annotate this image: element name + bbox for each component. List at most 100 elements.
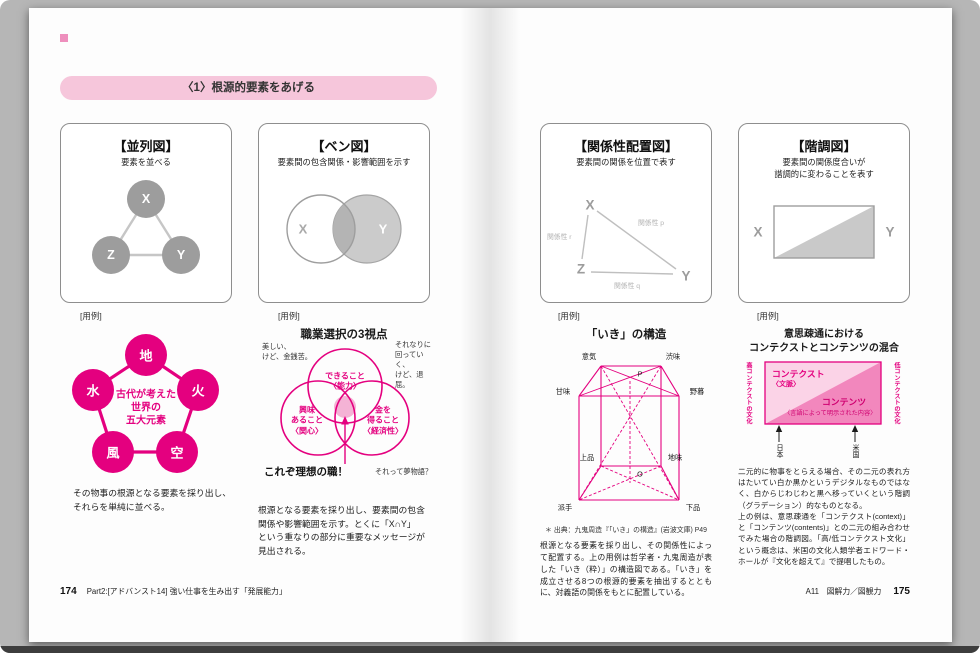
iki-title: 「いき」の構造 xyxy=(585,329,667,341)
prism-hidden-diagonals xyxy=(578,365,680,501)
gradation-diagram: X Y xyxy=(744,190,904,274)
relation-z-label: Z xyxy=(576,261,586,277)
context-label: コンテクスト xyxy=(772,369,825,379)
element-water: 水 xyxy=(86,383,100,399)
relation-diagram: X Z Y 関係性 r 関係性 p 関係性 q xyxy=(546,181,706,293)
usage-label-1: [用例] xyxy=(80,311,102,321)
low-context-axis: 低コンテクストの文化 xyxy=(893,362,900,424)
career-note-dream: それって夢物語？ xyxy=(375,467,433,476)
iki-prism: 意気 渋味 甘味 野暮 上品 地味 派手 下品 P O xyxy=(551,348,705,520)
five-elements-diagram: 地 水 火 風 空 古代が考えた 世界の 五大元素 xyxy=(60,326,250,484)
career-ability-label: できること 〈能力〉 xyxy=(325,371,365,391)
footer-left-label: Part2:[アドバンスト14] 強い仕事を生み出す「発展能力」 xyxy=(86,587,287,596)
element-earth: 地 xyxy=(139,348,153,364)
typebox-gradation: 【階調図】 要素間の関係度合いが 諧調的に変わることを表す X Y xyxy=(738,123,910,303)
node-y-label: Y xyxy=(176,247,186,262)
venn-overlap xyxy=(333,203,355,254)
footer-left: 174 Part2:[アドバンスト14] 強い仕事を生み出す「発展能力」 xyxy=(60,586,287,597)
career-venn-caption: 根源となる要素を採り出し、要素間の包含 関係や影響範囲を示す。とくに「X∩Y」 … xyxy=(258,505,425,556)
context-gradation-figure: コンテクスト 〈文脈〉 コンテンツ 〈言語によって明示された内容〉 高コンテクス… xyxy=(738,358,910,462)
typebox-relation: 【関係性配置図】 要素間の関係を位置で表す X Z Y 関係性 r 関係性 p … xyxy=(540,123,712,303)
pentagon-nodes xyxy=(72,334,219,473)
page-gutter xyxy=(460,8,520,642)
context-mix-body-text: 二元的に物事をとらえる場合、その二元の表れ方はたいてい白か黒かというデジタルなも… xyxy=(738,467,910,566)
typebox-parallel: 【並列図】 要素を並べる X Z Y xyxy=(60,123,232,303)
venn-diagram: X Y xyxy=(269,183,419,275)
japan-arrow xyxy=(775,425,783,442)
iki-structure-diagram: 「いき」の構造 xyxy=(540,326,712,597)
career-circles xyxy=(280,348,410,456)
gradation-rect-border xyxy=(773,205,875,259)
five-elements-caption: その物事の根源となる要素を採り出し、 それらを単純に並べる。 xyxy=(73,488,232,513)
ideal-arrow-head xyxy=(341,416,349,425)
typebox-parallel-title: 【並列図】 xyxy=(113,139,179,154)
prism-top-diagonals xyxy=(578,365,680,397)
edge-p-label: 関係性 p xyxy=(638,219,665,227)
vertex-yabo: 野暮 xyxy=(689,387,705,396)
career-note-right: それなりに 回っていく、 けど、退屈。 xyxy=(395,340,431,390)
vertex-shibumi: 渋味 xyxy=(665,352,681,361)
vertex-johin: 上品 xyxy=(579,453,595,462)
relation-diagram-graphic xyxy=(581,210,677,275)
ideal-job-label: これぞ理想の職！ xyxy=(264,466,348,478)
career-venn-diagram: 職業選択の3視点 できること 〈能力〉 興味 あること 〈関心〉 金を 得ること… xyxy=(258,326,434,578)
vertex-p: P xyxy=(637,369,643,379)
vertex-amami: 甘味 xyxy=(555,387,571,396)
vertex-o: O xyxy=(637,469,643,479)
typebox-venn-title: 【ベン図】 xyxy=(311,139,377,154)
iki-prism-graphic xyxy=(578,365,680,501)
usa-marker: 米国 xyxy=(852,444,859,458)
vertex-hade: 派手 xyxy=(557,503,573,512)
iki-source-note: ＊ 出典：九鬼周造『「いき」の構造』(岩波文庫) P49 xyxy=(545,527,707,534)
usa-arrow xyxy=(851,425,859,442)
context-gradation-graphic xyxy=(764,361,882,442)
parallel-diagram-graphic xyxy=(92,179,200,274)
relation-x-label: X xyxy=(585,197,595,213)
section-banner: 〈1〉根源的要素をあげる xyxy=(60,76,437,100)
context-rect-border xyxy=(764,361,882,425)
page-number-right: 175 xyxy=(893,586,910,597)
parallel-diagram: X Z Y xyxy=(71,177,221,281)
element-wind: 風 xyxy=(106,445,120,461)
vertex-iki: 意気 xyxy=(581,352,597,361)
career-economy-label: 金を 得ること 〈経済性〉 xyxy=(363,405,403,436)
page-number-left: 174 xyxy=(60,586,77,597)
contents-area xyxy=(765,362,881,424)
venn-y-label: Y xyxy=(378,221,388,237)
gradation-y-label: Y xyxy=(885,224,895,240)
career-venn-title: 職業選択の3視点 xyxy=(300,329,388,341)
high-context-axis: 高コンテクストの文化 xyxy=(745,362,752,424)
career-note-left: 美しい、 けど、金銭苦。 xyxy=(262,342,312,362)
edge-r-label: 関係性 r xyxy=(547,233,572,241)
usage-label-2: [用例] xyxy=(278,311,300,321)
contents-label: コンテンツ xyxy=(822,397,866,407)
relation-y-label: Y xyxy=(681,268,691,284)
contents-sub-label: 〈言語によって明示された内容〉 xyxy=(784,410,877,417)
element-void: 空 xyxy=(170,445,184,461)
typebox-relation-title: 【関係性配置図】 xyxy=(573,139,678,154)
typebox-gradation-title: 【階調図】 xyxy=(791,139,857,154)
element-fire: 火 xyxy=(191,383,205,399)
chapter-marker xyxy=(60,34,68,42)
typebox-venn-subtitle: 要素間の包含関係・影響範囲を示す xyxy=(277,157,411,167)
element-circles xyxy=(92,179,200,274)
gradation-triangle xyxy=(774,206,874,259)
context-sub-label: 〈文脈〉 xyxy=(772,381,800,388)
usage-label-4: [用例] xyxy=(757,311,779,321)
career-venn-graphic xyxy=(280,348,410,464)
node-z-label: Z xyxy=(107,247,115,262)
node-x-label: X xyxy=(141,191,151,206)
vertex-gehin: 下品 xyxy=(685,503,701,512)
context-mix-title: 意思疎通における コンテクストとコンテンツの混合 xyxy=(749,329,899,354)
japan-marker: 日本 xyxy=(776,444,783,458)
usage-label-3: [用例] xyxy=(558,311,580,321)
venn-diagram-graphic xyxy=(286,193,402,264)
typebox-parallel-subtitle: 要素を並べる xyxy=(121,157,171,167)
gradation-diagram-graphic xyxy=(773,205,875,259)
iki-body-text: 根源となる要素を採り出し、その関係性によって配置する。上の用例は哲学者・九鬼周造… xyxy=(540,541,712,598)
venn-x-label: X xyxy=(298,221,308,237)
five-elements-center-label: 古代が考えた 世界の 五大元素 xyxy=(116,389,176,427)
vertex-jimi: 地味 xyxy=(667,453,683,462)
edge-q-label: 関係性 q xyxy=(614,282,641,290)
typebox-venn: 【ベン図】 要素間の包含関係・影響範囲を示す X Y xyxy=(258,123,430,303)
